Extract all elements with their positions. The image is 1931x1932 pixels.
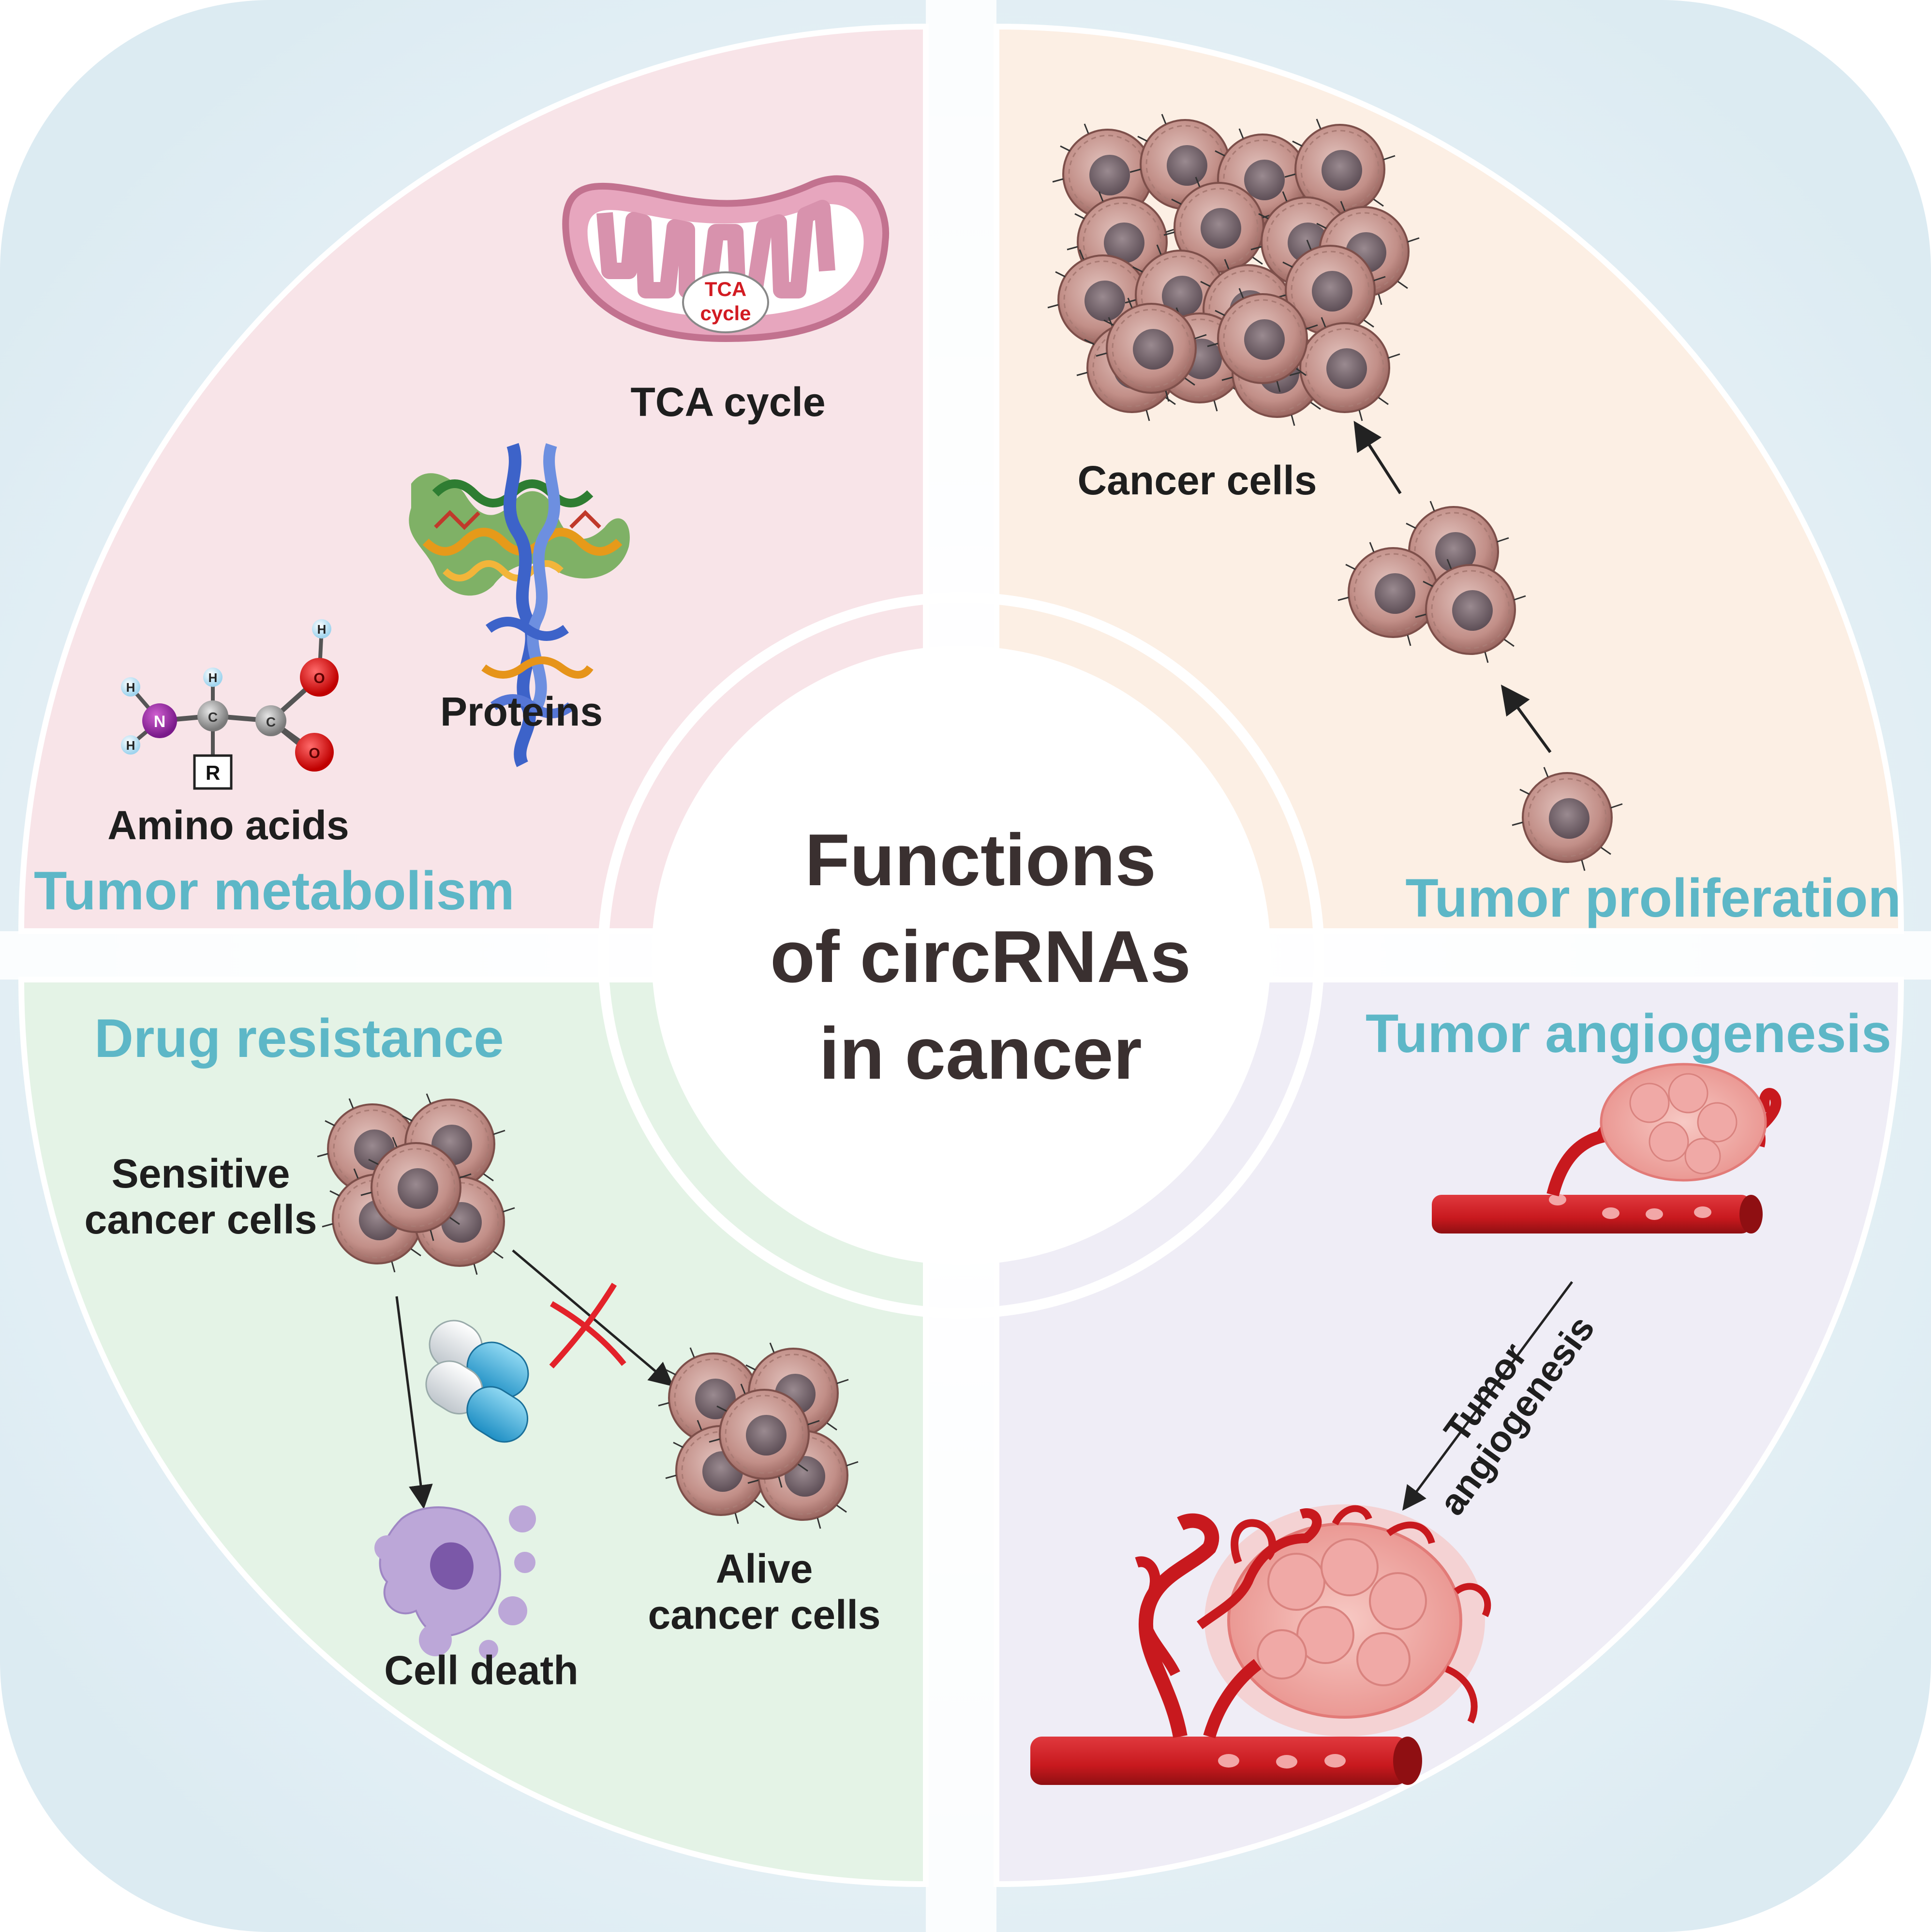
tca-inner-line1: TCA: [705, 278, 746, 300]
atom-n-label: N: [154, 713, 166, 731]
small-tumor-with-sprouts: [1546, 1063, 1782, 1197]
dead-cell-icon: [374, 1505, 536, 1659]
mitochondrion-icon: [562, 175, 890, 342]
tumor-metabolism-title: Tumor metabolism: [34, 861, 515, 921]
tca-cycle-label: TCA cycle: [630, 379, 825, 425]
angiogenesis-arrow: [1402, 1281, 1574, 1511]
tumor-angiogenesis-title: Tumor angiogenesis: [1366, 1003, 1891, 1064]
atom-h4-label: H: [317, 622, 327, 637]
blood-vessel-upper: [1432, 1194, 1763, 1234]
cancer-cells-label: Cancer cells: [1078, 458, 1317, 503]
atom-c2-label: C: [266, 714, 276, 729]
amino-acids-label: Amino acids: [107, 803, 349, 848]
sensitive-cells-label-line1: Sensitive: [112, 1151, 290, 1196]
blood-vessel-lower: [1030, 1737, 1422, 1785]
protein-structure-icon: [409, 443, 630, 767]
blocked-cross-icon: [549, 1282, 626, 1369]
atom-h1-label: H: [126, 680, 135, 695]
proliferation-arrow-upper: [1353, 420, 1402, 494]
atom-o2-label: O: [309, 745, 320, 761]
sensitive-cells-label-line2: cancer cells: [84, 1197, 317, 1242]
cancer-cell-cluster-large: [1047, 113, 1420, 427]
arrow-to-cell-death: [395, 1296, 433, 1509]
tumor-proliferation-title: Tumor proliferation: [1405, 868, 1901, 928]
center-title-line2: of circRNAs: [770, 916, 1191, 998]
alive-cells-label-line1: Alive: [716, 1546, 813, 1591]
center-title-line3: in cancer: [819, 1012, 1142, 1095]
large-tumor-with-vessels: [1135, 1504, 1491, 1739]
atom-c1-label: C: [208, 710, 218, 725]
tca-inner-line2: cycle: [700, 302, 751, 325]
proliferation-arrow-lower: [1500, 684, 1552, 753]
proteins-label: Proteins: [440, 689, 603, 734]
atom-h3-label: H: [208, 670, 218, 685]
amino-acid-molecule-icon: [121, 619, 339, 790]
atom-r-label: R: [206, 761, 220, 784]
alive-cells-label-line2: cancer cells: [648, 1592, 880, 1637]
cell-death-label: Cell death: [384, 1648, 578, 1693]
drug-capsules-icon: [425, 1320, 529, 1443]
center-title-line1: Functions: [805, 819, 1156, 901]
center-disc: [652, 646, 1271, 1265]
atom-o1-label: O: [313, 670, 325, 686]
atom-h2-label: H: [126, 738, 135, 753]
drug-resistance-title: Drug resistance: [94, 1008, 504, 1069]
